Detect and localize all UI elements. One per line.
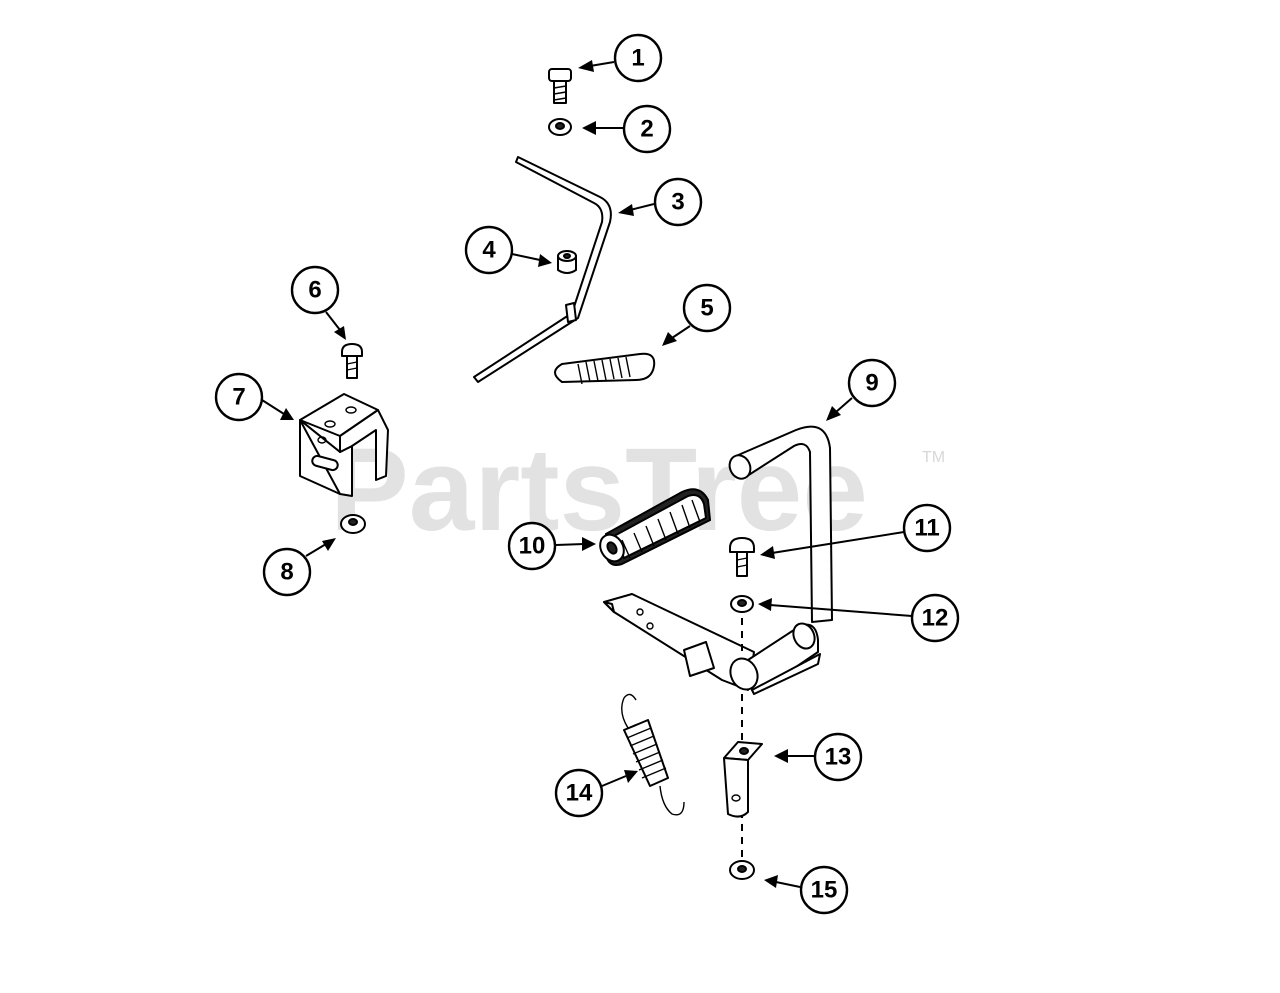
- callout-12-label: 11: [914, 515, 939, 542]
- callout-15-label: 6: [308, 277, 321, 304]
- callout-10[interactable]: 4: [464, 225, 552, 275]
- callout-6[interactable]: 3: [618, 177, 703, 227]
- callout-5[interactable]: 10: [507, 521, 596, 571]
- callout-3[interactable]: 14: [554, 768, 638, 818]
- callout-10-label: 4: [482, 237, 496, 264]
- part-bolt-7: [548, 68, 572, 104]
- callout-7-label: 1: [631, 45, 644, 72]
- callout-11-label: 5: [700, 295, 713, 322]
- callout-8[interactable]: 2: [582, 104, 672, 154]
- callout-2-label: 13: [825, 744, 852, 771]
- callout-9[interactable]: 8: [262, 538, 336, 597]
- callout-1[interactable]: 9: [826, 358, 897, 421]
- part-pedal-pad-5: [599, 488, 712, 566]
- callout-9-label: 8: [280, 559, 293, 586]
- callout-13[interactable]: 12: [758, 593, 960, 643]
- callout-3-label: 14: [566, 780, 593, 807]
- part-nut-13: [730, 595, 754, 613]
- callout-5-label: 10: [519, 533, 546, 560]
- callout-11[interactable]: 5: [662, 283, 732, 346]
- part-bolt-15: [341, 343, 363, 379]
- callout-14-label: 15: [811, 877, 838, 904]
- callout-15[interactable]: 6: [290, 265, 346, 340]
- part-bushing-10: [557, 250, 577, 274]
- callout-8-label: 2: [640, 116, 653, 143]
- part-spring-3: [621, 693, 685, 816]
- part-bracket-2: [723, 741, 763, 818]
- part-nut-14: [729, 860, 755, 880]
- part-bracket-4: [299, 393, 389, 497]
- callout-4[interactable]: 7: [214, 372, 294, 422]
- callout-12[interactable]: 11: [760, 503, 952, 559]
- callout-6-label: 3: [671, 189, 684, 216]
- callout-4-label: 7: [232, 384, 245, 411]
- part-lever-plate: [603, 593, 821, 695]
- part-spring-11: [554, 352, 656, 385]
- part-bolt-12: [729, 537, 755, 577]
- part-pedal-arm-1: [728, 425, 833, 623]
- watermark-trademark: TM: [922, 449, 945, 466]
- part-nut-9: [340, 514, 366, 534]
- part-nut-8: [548, 118, 572, 136]
- callout-7[interactable]: 1: [578, 33, 663, 83]
- callout-14[interactable]: 15: [764, 865, 849, 915]
- part-rod-6: [473, 156, 612, 383]
- callout-2[interactable]: 13: [774, 732, 863, 782]
- callout-13-label: 12: [922, 605, 949, 632]
- callout-1-label: 9: [865, 370, 878, 397]
